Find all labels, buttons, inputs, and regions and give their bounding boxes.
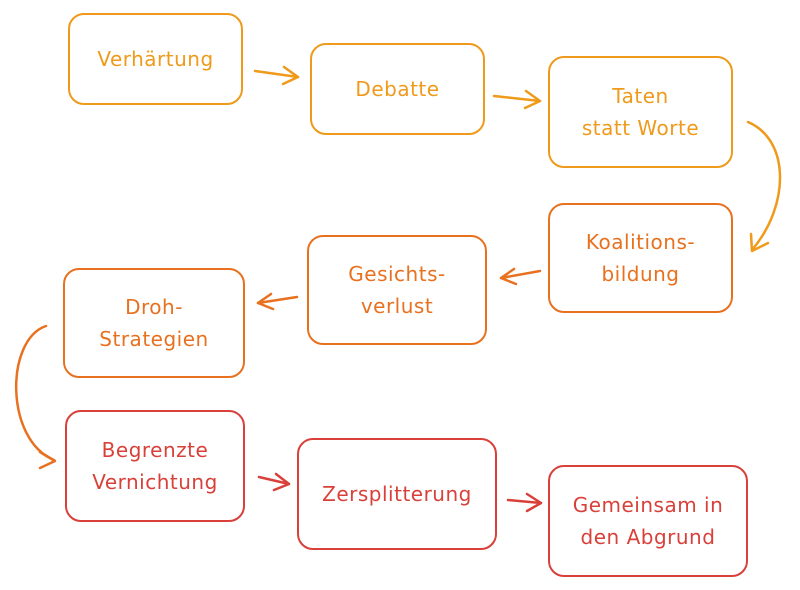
arrowhead-debatte-to-taten — [523, 89, 542, 110]
arrow-gesichtsverlust-to-drohstrategien — [256, 295, 299, 305]
node-label: Droh- Strategien — [99, 295, 209, 351]
arrowhead-begrenzte-to-zersplitterung — [272, 472, 291, 492]
node-zersplitterung: Zersplitterung — [297, 438, 497, 550]
arrow-koalitionsbildung-to-gesichtsverlust — [499, 269, 542, 280]
node-label: Gemeinsam in den Abgrund — [572, 493, 724, 549]
node-begrenzte-vernichtung: Begrenzte Vernichtung — [65, 410, 245, 522]
node-verhaertung: Verhärtung — [68, 13, 243, 105]
node-label: Taten statt Worte — [581, 84, 700, 140]
node-label: Begrenzte Vernichtung — [92, 438, 218, 494]
node-gemeinsam-in-den-abgrund: Gemeinsam in den Abgrund — [548, 465, 748, 577]
node-label: Koalitions- bildung — [585, 230, 696, 286]
arrow-taten-to-koalitionsbildung — [746, 120, 782, 252]
arrow-begrenzte-to-zersplitterung — [257, 475, 291, 486]
arrowhead-taten-to-koalitionsbildung — [749, 232, 770, 253]
node-label: Zersplitterung — [322, 482, 472, 506]
arrowhead-verhaertung-to-debatte — [281, 65, 300, 86]
node-debatte: Debatte — [310, 43, 485, 135]
node-koalitionsbildung: Koalitions- bildung — [548, 203, 733, 313]
node-label: Verhärtung — [97, 47, 214, 71]
node-label: Gesichts- verlust — [348, 262, 446, 318]
node-drohstrategien: Droh- Strategien — [63, 268, 245, 378]
arrowhead-zersplitterung-to-gemeinsam — [525, 492, 543, 513]
arrowhead-gesichtsverlust-to-drohstrategien — [256, 292, 275, 311]
arrow-zersplitterung-to-gemeinsam — [506, 498, 543, 505]
arrow-debatte-to-taten — [492, 94, 542, 103]
arrow-drohstrategien-to-begrenzte-vernichtung — [14, 324, 56, 462]
arrowhead-koalitionsbildung-to-gesichtsverlust — [499, 267, 518, 286]
node-label: Debatte — [355, 77, 440, 101]
node-gesichtsverlust: Gesichts- verlust — [307, 235, 487, 345]
arrow-verhaertung-to-debatte — [253, 69, 300, 79]
arrowhead-drohstrategien-to-begrenzte-vernichtung — [38, 450, 57, 470]
node-taten-statt-worte: Taten statt Worte — [548, 56, 733, 168]
